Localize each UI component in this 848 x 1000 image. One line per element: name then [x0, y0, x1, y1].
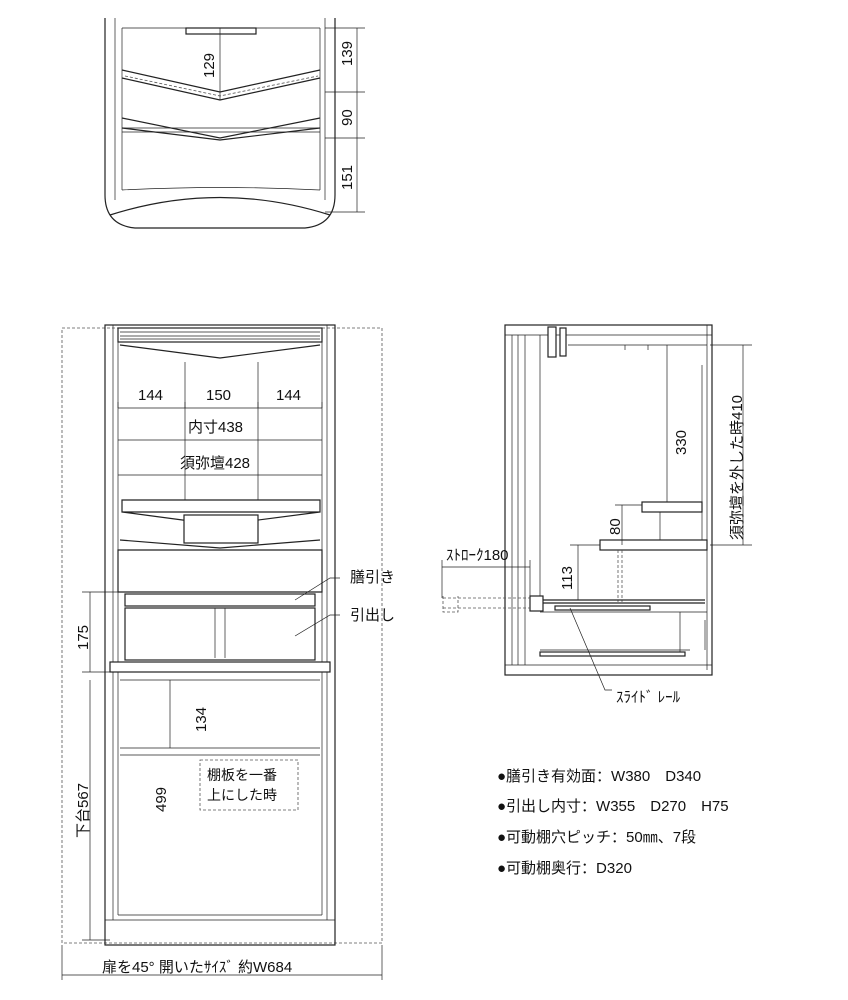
dim-150: 150	[206, 387, 231, 404]
spec-item: ●膳引き有効面：W380 D340	[497, 768, 701, 785]
dim-80: 80	[607, 518, 624, 535]
dim-139: 139	[339, 41, 356, 66]
spec-item: ●引出し内寸：W355 D270 H75	[497, 798, 729, 815]
spec-item: ●可動棚奥行：D320	[497, 860, 632, 877]
stroke-label: ｽﾄﾛｰｸ180	[446, 547, 509, 564]
shelf-note-1: 棚板を一番	[207, 767, 277, 783]
dim-113: 113	[559, 566, 576, 590]
sumidan-width: 須弥壇428	[180, 454, 250, 472]
open-width: 扉を45° 開いたｻｲｽﾞ 約W684	[102, 959, 292, 976]
dim-175: 175	[75, 625, 92, 650]
front-view: 144 150 144 内寸438 須弥壇428 膳引き 引出し 175 134…	[61, 324, 395, 980]
dim-144-left: 144	[138, 387, 163, 404]
dim-499: 499	[153, 787, 170, 812]
dim-144-right: 144	[276, 387, 301, 404]
dim-151: 151	[339, 165, 356, 190]
dim-134: 134	[193, 707, 210, 732]
inner-width: 内寸438	[188, 419, 243, 436]
dim-410: 須弥壇を外した時410	[728, 395, 746, 540]
slide-rail-label: ｽﾗｲﾄﾞ ﾚｰﾙ	[616, 689, 681, 706]
dim-lower: 下台567	[75, 783, 92, 838]
dim-330: 330	[673, 430, 690, 455]
top-view: 129 139 90 151	[104, 18, 365, 229]
label-zenbiki: 膳引き	[350, 569, 395, 586]
dim-90: 90	[339, 109, 356, 126]
spec-list: ●膳引き有効面：W380 D340 ●引出し内寸：W355 D270 H75 ●…	[497, 768, 729, 877]
shelf-note-2: 上にした時	[207, 787, 277, 803]
dim-129: 129	[201, 53, 218, 78]
label-drawer: 引出し	[350, 607, 395, 624]
side-view: 須弥壇を外した時410 330 80 113 ｽﾄﾛｰｸ180 ｽﾗｲﾄﾞ ﾚｰ…	[441, 324, 752, 706]
spec-item: ●可動棚穴ピッチ：50㎜、7段	[497, 829, 696, 846]
